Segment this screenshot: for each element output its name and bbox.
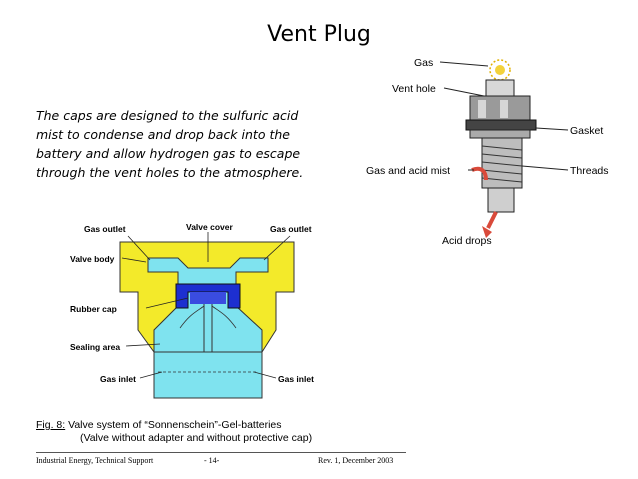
footer-divider xyxy=(36,452,406,453)
label-valve-cover: Valve cover xyxy=(186,222,233,232)
footer-revision: Rev. 1, December 2003 xyxy=(318,456,394,465)
gas-inlet-chamber xyxy=(153,351,263,399)
label-gasket: Gasket xyxy=(570,125,603,137)
label-vent-hole: Vent hole xyxy=(392,83,436,95)
label-gas-outlet-right: Gas outlet xyxy=(270,224,312,234)
footer-left: Industrial Energy, Technical Support xyxy=(36,456,154,465)
label-gas-inlet-right: Gas inlet xyxy=(278,374,314,384)
label-gas: Gas xyxy=(414,57,433,69)
gas-bubble xyxy=(489,59,511,81)
label-gas-outlet-left: Gas outlet xyxy=(84,224,126,234)
figure-number: Fig. 8: xyxy=(36,419,66,431)
label-valve-body: Valve body xyxy=(70,254,115,264)
mist-arrow xyxy=(471,166,488,181)
figure-caption-line1: Valve system of “Sonnenschein”-Gel-batte… xyxy=(68,419,282,431)
slide-description: The caps are designed to the sulfuric ac… xyxy=(36,106,326,182)
acid-drop-arrow xyxy=(486,211,498,229)
description-line: through the vent holes to the atmosphere… xyxy=(36,165,304,180)
description-line: The caps are designed to the sulfuric ac… xyxy=(36,108,299,123)
label-gas-inlet-left: Gas inlet xyxy=(100,374,136,384)
slide-title: Vent Plug xyxy=(267,22,371,47)
description-line: battery and allow hydrogen gas to escape xyxy=(36,146,301,161)
label-acid-drops: Acid drops xyxy=(442,235,492,247)
rubber-cap xyxy=(175,283,241,309)
figure-caption: Fig. 8: Valve system of “Sonnenschein”-G… xyxy=(36,419,282,431)
description-line: mist to condense and drop back into the xyxy=(36,127,290,142)
footer-page: - 14- xyxy=(204,456,220,465)
label-threads: Threads xyxy=(570,165,609,177)
label-rubber-cap: Rubber cap xyxy=(70,304,117,314)
label-sealing-area: Sealing area xyxy=(70,342,120,352)
figure-caption-line2: (Valve without adapter and without prote… xyxy=(80,432,313,444)
label-gas-acid-mist: Gas and acid mist xyxy=(366,165,450,177)
